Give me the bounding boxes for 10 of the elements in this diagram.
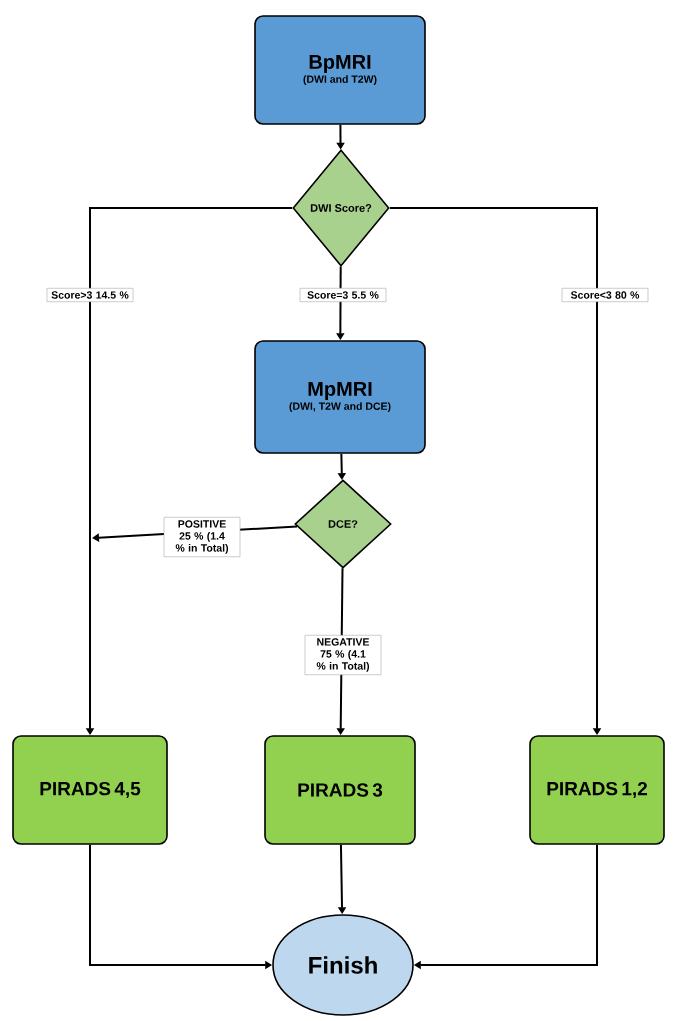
edge-label: Score>3 14.5 %	[46, 287, 134, 303]
process-box: BpMRI (DWI and T2W)	[254, 15, 426, 125]
result-box: PIRADS 1,2	[529, 735, 665, 845]
process-box: MpMRI (DWI, T2W and DCE)	[254, 340, 426, 454]
edge-label: NEGATIVE 75 % (4.1 % in Total)	[304, 634, 382, 676]
edge-label: Score=3 5.5 %	[299, 287, 387, 303]
result-box: PIRADS 3	[264, 735, 416, 845]
edge-label: POSITIVE 25 % (1.4 % in Total)	[163, 516, 241, 558]
edge-label: Score<3 80 %	[561, 287, 649, 303]
result-box: PIRADS 4,5	[12, 735, 168, 845]
